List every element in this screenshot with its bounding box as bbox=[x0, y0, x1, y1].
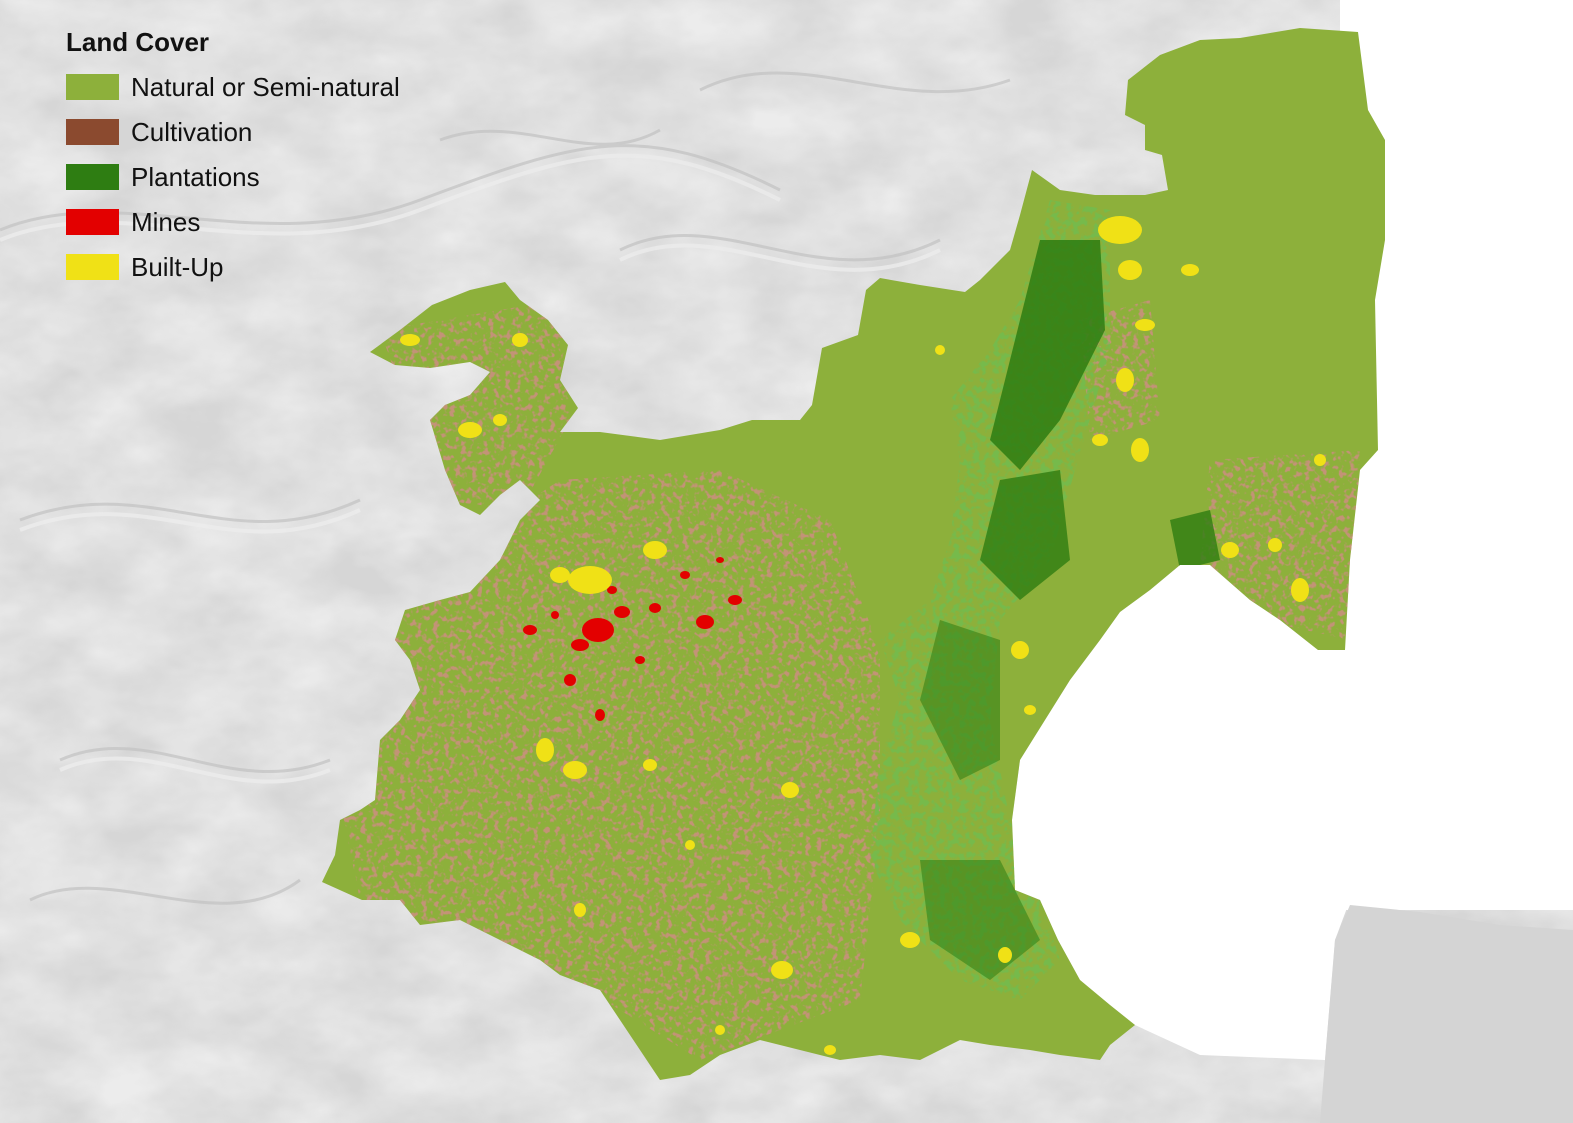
no-data-bay bbox=[1012, 565, 1350, 1060]
legend-label-natural: Natural or Semi-natural bbox=[131, 71, 400, 102]
swatch-mines-icon bbox=[66, 208, 119, 235]
legend-label-mines: Mines bbox=[131, 206, 201, 237]
land-cultivation bbox=[340, 300, 1360, 1060]
swatch-natural-icon bbox=[66, 73, 119, 100]
legend-item-built-up: Built-Up bbox=[66, 244, 400, 289]
swatch-plantations-icon bbox=[66, 163, 119, 190]
swatch-built-up-icon bbox=[66, 253, 119, 280]
legend-title: Land Cover bbox=[66, 27, 210, 57]
legend-item-cultivation: Cultivation bbox=[66, 109, 400, 154]
legend-label-built-up: Built-Up bbox=[131, 251, 224, 282]
coastal-hillshade-strip bbox=[1320, 905, 1573, 1123]
legend-item-natural: Natural or Semi-natural bbox=[66, 64, 400, 109]
swatch-cultivation-icon bbox=[66, 118, 119, 145]
land-built-up bbox=[394, 216, 1326, 1055]
legend-label-cultivation: Cultivation bbox=[131, 116, 253, 147]
legend-item-mines: Mines bbox=[66, 199, 400, 244]
legend-item-plantations: Plantations bbox=[66, 154, 400, 199]
map-legend: Land Cover Natural or Semi-natural Culti… bbox=[66, 26, 400, 289]
legend-label-plantations: Plantations bbox=[131, 161, 260, 192]
land-mines bbox=[523, 557, 742, 721]
land-plantations bbox=[870, 200, 1220, 1000]
